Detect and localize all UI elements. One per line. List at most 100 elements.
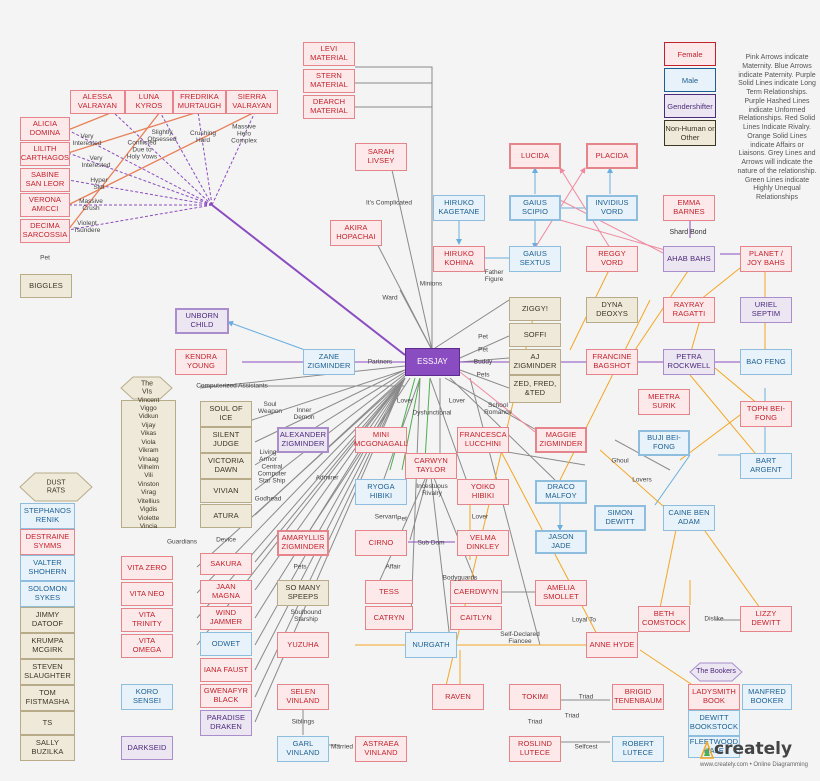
node-planet[interactable]: Planet / Joy Bahs — [740, 246, 792, 272]
node-mini[interactable]: Mini McGonagall — [354, 427, 408, 453]
node-roslind[interactable]: Roslind Lutece — [509, 736, 561, 762]
node-amaryllis[interactable]: Amaryllis Zigminder — [277, 530, 329, 556]
node-jason[interactable]: Jason Jade — [535, 530, 587, 554]
node-garl[interactable]: Garl Vinland — [277, 736, 329, 762]
node-beth[interactable]: Beth Comstock — [638, 606, 690, 632]
node-sakura[interactable]: Sakura — [200, 553, 252, 575]
node-victoria[interactable]: Victoria Dawn — [200, 453, 252, 479]
node-cirno[interactable]: Cirno — [355, 530, 407, 556]
node-jaan[interactable]: Jaan Magna — [200, 580, 252, 604]
node-hiruko-kagetane[interactable]: Hiruko Kagetane — [433, 195, 485, 221]
node-kendra[interactable]: Kendra Young — [175, 349, 227, 375]
node-nurgath[interactable]: Nurgath — [405, 632, 457, 658]
node-luna[interactable]: Luna Kyros — [125, 90, 173, 114]
node-draco[interactable]: Draco Malfoy — [535, 480, 587, 504]
node-vita-zero[interactable]: Vita Zero — [121, 556, 173, 580]
node-iana[interactable]: Iana Faust — [200, 658, 252, 682]
node-paradise[interactable]: Paradise Draken — [200, 710, 252, 736]
node-ts[interactable]: TS — [20, 711, 75, 735]
node-steven[interactable]: Steven Slaughter — [20, 659, 75, 685]
node-silent[interactable]: Silent Judge — [200, 427, 252, 453]
node-bart[interactable]: Bart Argent — [740, 453, 792, 479]
node-wind[interactable]: Wind Jammer — [200, 606, 252, 630]
node-uriel[interactable]: Uriel Septim — [740, 297, 792, 323]
node-vita-neo[interactable]: Vita Neo — [121, 582, 173, 606]
node-vivian[interactable]: Vivian — [200, 479, 252, 503]
node-catryn[interactable]: Catryn — [365, 606, 413, 630]
node-francine[interactable]: Francine Bagshot — [586, 349, 638, 375]
node-biggles[interactable]: Biggles — [20, 274, 72, 298]
node-aj[interactable]: AJ Zigminder — [509, 349, 561, 375]
node-alessa[interactable]: Alessa Valrayan — [70, 90, 125, 114]
node-sarah[interactable]: Sarah Livsey — [355, 143, 407, 171]
node-tess[interactable]: Tess — [365, 580, 413, 604]
node-buji[interactable]: Buji Bei-Fong — [638, 430, 690, 456]
node-soffi[interactable]: Soffi — [509, 323, 561, 347]
node-dewitt[interactable]: DeWitt Bookstock — [688, 710, 740, 736]
node-reggy[interactable]: Reggy Vord — [586, 246, 638, 272]
node-robert[interactable]: Robert Lutece — [612, 736, 664, 762]
node-selen[interactable]: Selen Vinland — [277, 684, 329, 710]
node-carwyn[interactable]: Carwyn Taylor — [405, 453, 457, 479]
node-stephanos[interactable]: Stephanos Renik — [20, 503, 75, 529]
node-dyna[interactable]: Dyna Deoxys — [586, 297, 638, 323]
node-darkseid[interactable]: Darkseid — [121, 736, 173, 760]
node-sabine[interactable]: Sabine San Leor — [20, 168, 70, 192]
node-lilith[interactable]: Lilith Carthagos — [20, 142, 70, 166]
node-vita-omega[interactable]: Vita Omega — [121, 634, 173, 658]
node-soul[interactable]: Soul of Ice — [200, 401, 252, 427]
node-caitlyn[interactable]: Caitlyn — [450, 606, 502, 630]
node-raven[interactable]: Raven — [432, 684, 484, 710]
node-ziggy[interactable]: Ziggy! — [509, 297, 561, 321]
node-valter[interactable]: Valter Shohern — [20, 555, 75, 581]
node-jimmy[interactable]: Jimmy Datoof — [20, 607, 75, 633]
node-manfred[interactable]: Manfred Booker — [742, 684, 792, 710]
node-fleetwood[interactable]: Fleetwood Hale — [688, 736, 740, 758]
node-speeps[interactable]: So Many Speeps — [277, 580, 329, 606]
node-decima[interactable]: Decima Sarcossia — [20, 219, 70, 243]
node-odwet[interactable]: Odwet — [200, 632, 252, 656]
node-zed[interactable]: Zed, Fred, &Ted — [509, 375, 561, 403]
node-gwenafyr[interactable]: Gwenafyr Black — [200, 684, 252, 708]
node-yoiko[interactable]: Yoiko Hibiki — [457, 479, 509, 505]
node-solomon[interactable]: Solomon Sykes — [20, 581, 75, 607]
node-astraea[interactable]: Astraea Vinland — [355, 736, 407, 762]
node-simon[interactable]: Simon Dewitt — [594, 505, 646, 531]
node-alicia[interactable]: Alicia Domina — [20, 117, 70, 141]
node-destraine[interactable]: Destraine Symms — [20, 529, 75, 555]
node-bao[interactable]: Bao Feng — [740, 349, 792, 375]
node-atura[interactable]: Atura — [200, 504, 252, 528]
node-lucida[interactable]: Lucida — [509, 143, 561, 169]
node-brigid[interactable]: Brigid Tenenbaum — [612, 684, 664, 710]
node-levi[interactable]: Levi Material — [303, 42, 355, 66]
node-emma[interactable]: Emma Barnes — [663, 195, 715, 221]
node-fredrika[interactable]: Fredrika Murtaugh — [173, 90, 226, 114]
node-ryoga[interactable]: Ryoga Hibiki — [355, 479, 407, 505]
node-verona[interactable]: Verona Amicci — [20, 193, 70, 217]
node-maggie[interactable]: Maggie Zigminder — [535, 427, 587, 453]
node-francesca[interactable]: Francesca Lucchini — [457, 427, 509, 453]
node-caerdwyn[interactable]: Caerdwyn — [450, 580, 502, 604]
node-tom[interactable]: Tom Fistmasha — [20, 685, 75, 711]
node-koro[interactable]: Koro Sensei — [121, 684, 173, 710]
node-ladysmith[interactable]: Ladysmith Book — [688, 684, 740, 710]
node-rayray[interactable]: Rayray Ragatti — [663, 297, 715, 323]
node-gaius-scipio[interactable]: Gaius Scipio — [509, 195, 561, 221]
node-alexander[interactable]: Alexander Zigminder — [277, 427, 329, 453]
node-meetra[interactable]: Meetra Surik — [638, 389, 690, 415]
node-velma[interactable]: Velma Dinkley — [457, 530, 509, 556]
node-stern[interactable]: Stern Material — [303, 69, 355, 93]
node-vita-trinity[interactable]: Vita Trinity — [121, 608, 173, 632]
node-yuzuha[interactable]: Yuzuha — [277, 632, 329, 658]
node-krumpa[interactable]: Krumpa McGirk — [20, 633, 75, 659]
node-ahab[interactable]: Ahab Bahs — [663, 246, 715, 272]
node-essjay[interactable]: Essjay — [405, 348, 460, 376]
node-tokimi[interactable]: Tokimi — [509, 684, 561, 710]
node-hiruko-kohina[interactable]: Hiruko Kohina — [433, 246, 485, 272]
node-caine[interactable]: Caine Ben Adam — [663, 505, 715, 531]
node-gaius-sextus[interactable]: Gaius Sextus — [509, 246, 561, 272]
node-toph[interactable]: Toph Bei-Fong — [740, 401, 792, 427]
node-sierra[interactable]: Sierra Valrayan — [226, 90, 278, 114]
node-unborn[interactable]: Unborn child — [175, 308, 229, 334]
node-sally[interactable]: Sally Buzilka — [20, 735, 75, 761]
